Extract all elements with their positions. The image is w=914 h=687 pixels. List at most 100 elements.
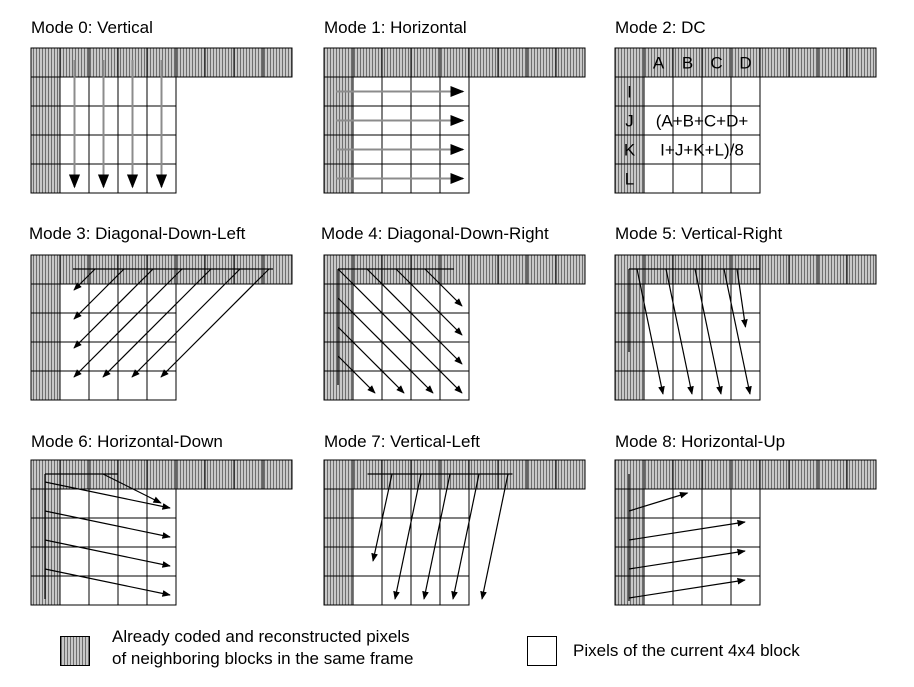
block-pixel xyxy=(439,488,470,519)
dc-left-label: L xyxy=(625,170,634,189)
block-pixel xyxy=(59,575,90,606)
neighbor-pixel xyxy=(381,47,412,78)
neighbor-pixel xyxy=(759,459,790,490)
block-pixel xyxy=(672,341,703,372)
block-pixel xyxy=(381,546,412,577)
prediction-arrow xyxy=(73,268,154,349)
neighbor-pixel xyxy=(526,459,557,490)
dc-formula-line2: I+J+K+L)/8 xyxy=(660,141,744,160)
neighbor-pixel xyxy=(323,47,354,78)
neighbor-pixel xyxy=(730,459,761,490)
prediction-arrow xyxy=(628,577,746,599)
block-pixel xyxy=(643,488,674,519)
neighbor-pixel xyxy=(555,459,586,490)
block-pixel xyxy=(146,370,177,401)
neighbor-pixel xyxy=(117,459,148,490)
neighbor-pixel xyxy=(410,47,441,78)
block-pixel xyxy=(730,575,761,606)
neighbor-pixel xyxy=(468,47,499,78)
neighbor-pixel xyxy=(614,134,645,165)
neighbor-pixel xyxy=(262,47,293,78)
neighbor-pixel xyxy=(788,254,819,285)
neighbor-pixel xyxy=(701,459,732,490)
block-pixel xyxy=(352,488,383,519)
block-pixel xyxy=(146,575,177,606)
neighbor-pixel xyxy=(643,459,674,490)
neighbor-pixel xyxy=(817,459,848,490)
block-pixel xyxy=(381,575,412,606)
neighbor-pixel xyxy=(614,105,645,136)
neighbor-pixel xyxy=(323,575,354,606)
prediction-arrow xyxy=(366,268,463,365)
neighbor-pixel xyxy=(468,254,499,285)
neighbor-pixel xyxy=(526,47,557,78)
prediction-arrow xyxy=(102,268,212,378)
prediction-arrow xyxy=(665,268,694,395)
block-pixel xyxy=(701,517,732,548)
prediction-arrow xyxy=(723,268,752,395)
mode-8-panel xyxy=(614,459,877,606)
prediction-arrow xyxy=(424,268,463,307)
block-pixel xyxy=(643,283,674,314)
block-pixel xyxy=(439,517,470,548)
block-pixel xyxy=(672,370,703,401)
dc-formula-line1: (A+B+C+D+ xyxy=(656,112,749,131)
neighbor-pixel xyxy=(204,47,235,78)
block-pixel xyxy=(672,283,703,314)
block-pixel xyxy=(672,163,703,194)
prediction-arrow xyxy=(694,268,723,395)
block-pixel xyxy=(730,370,761,401)
block-pixel xyxy=(701,546,732,577)
dc-top-label: C xyxy=(710,54,722,73)
block-pixel xyxy=(701,370,732,401)
mode-7-panel xyxy=(323,459,586,606)
legend-coded-line2: of neighboring blocks in the same frame xyxy=(112,649,414,668)
prediction-arrow xyxy=(422,473,451,600)
block-pixel xyxy=(88,546,119,577)
block-pixel xyxy=(701,341,732,372)
mode-6-panel xyxy=(30,459,293,606)
block-pixel xyxy=(730,341,761,372)
neighbor-pixel xyxy=(614,47,645,78)
legend-coded-line1: Already coded and reconstructed pixels xyxy=(112,627,410,646)
prediction-arrow xyxy=(44,510,171,539)
prediction-arrow xyxy=(73,268,96,291)
mode-2-title: Mode 2: DC xyxy=(615,18,706,37)
block-pixel xyxy=(439,546,470,577)
block-pixel xyxy=(88,517,119,548)
mode-5-title: Mode 5: Vertical-Right xyxy=(615,224,783,243)
mode-1-title: Mode 1: Horizontal xyxy=(324,18,467,37)
neighbor-pixel xyxy=(30,341,61,372)
block-pixel xyxy=(59,370,90,401)
block-pixel xyxy=(117,370,148,401)
block-pixel xyxy=(352,546,383,577)
neighbor-pixel xyxy=(323,546,354,577)
prediction-arrow xyxy=(393,473,422,600)
block-pixel xyxy=(352,517,383,548)
block-pixel xyxy=(643,546,674,577)
block-pixel xyxy=(88,370,119,401)
mode-0-panel xyxy=(30,47,293,194)
neighbor-pixel xyxy=(30,76,61,107)
neighbor-pixel xyxy=(788,459,819,490)
neighbor-pixel xyxy=(30,370,61,401)
prediction-arrow xyxy=(102,473,162,504)
neighbor-pixel xyxy=(30,254,61,285)
mode-1-panel xyxy=(323,47,586,194)
block-pixel xyxy=(146,517,177,548)
block-pixel xyxy=(410,575,441,606)
block-pixel xyxy=(730,283,761,314)
block-pixel xyxy=(117,546,148,577)
block-pixel xyxy=(410,546,441,577)
block-pixel xyxy=(701,283,732,314)
neighbor-pixel xyxy=(672,459,703,490)
neighbor-pixel xyxy=(323,370,354,401)
block-pixel xyxy=(59,546,90,577)
neighbor-pixel xyxy=(30,312,61,343)
block-pixel xyxy=(117,517,148,548)
neighbor-pixel xyxy=(30,283,61,314)
block-pixel xyxy=(730,105,761,136)
prediction-arrow xyxy=(636,268,665,395)
